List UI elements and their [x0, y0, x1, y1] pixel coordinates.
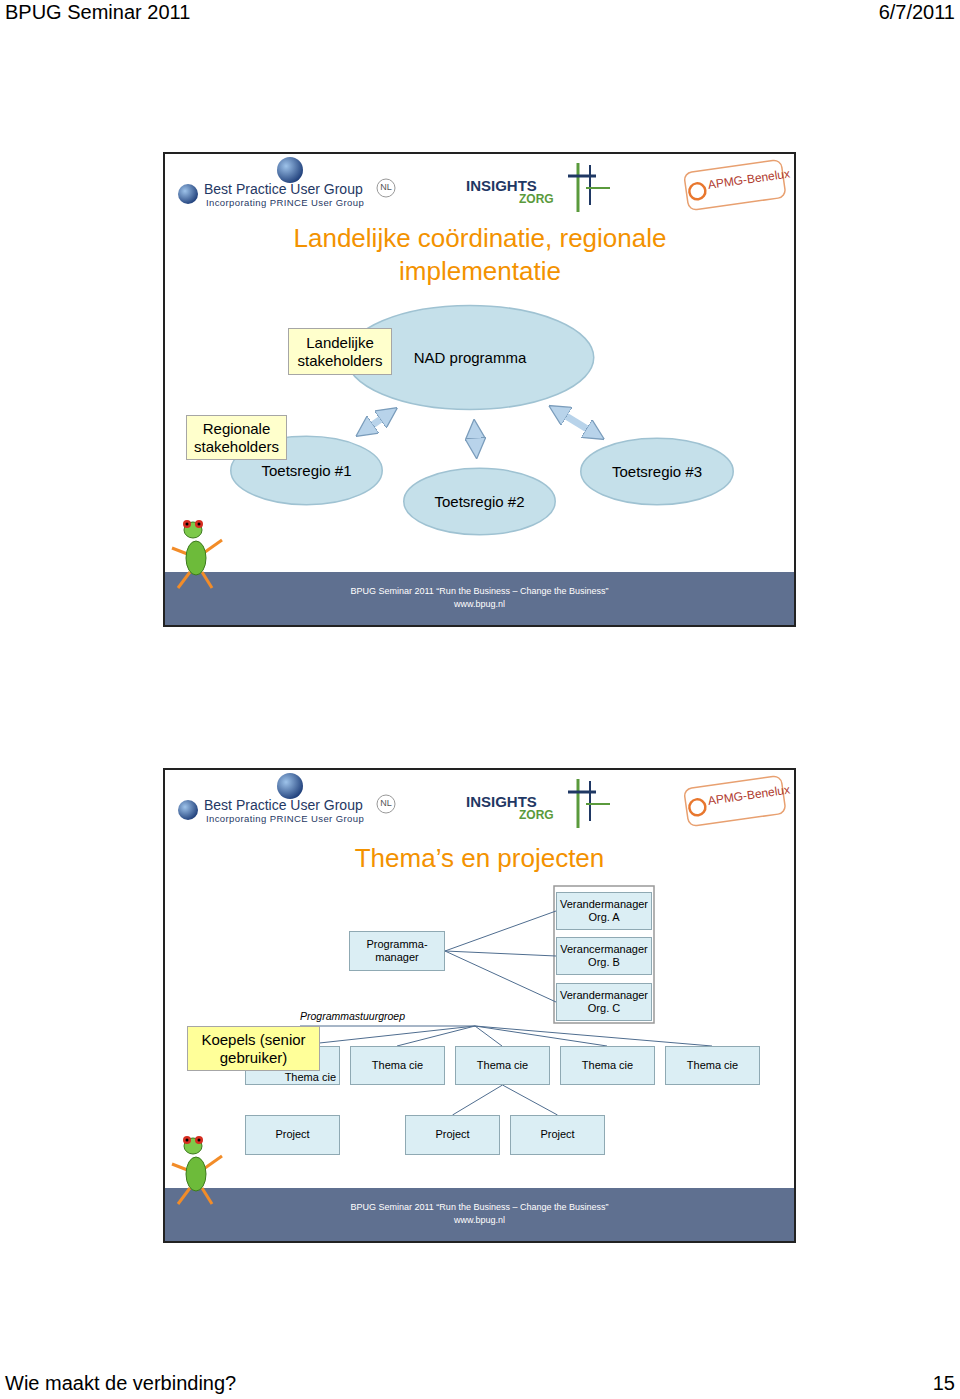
node-label: Thema cie: [582, 1059, 633, 1072]
page-header: BPUG Seminar 2011: [5, 0, 305, 24]
connector-line: [445, 911, 556, 951]
connector-line: [503, 1085, 558, 1115]
node-text-area: Project: [514, 1118, 601, 1152]
group-label: Programmastuurgroep: [300, 1010, 430, 1023]
box-node: Verandermanager Org. A: [556, 892, 652, 930]
logo-text: Best Practice User Group: [204, 181, 379, 198]
box-node: Thema cie: [350, 1046, 445, 1085]
box-node: Verancermanager Org. B: [556, 937, 652, 975]
slide-footer: www.bpug.nl: [163, 599, 796, 610]
box-node: Regionale stakeholders: [186, 415, 287, 460]
node-label: Thema cie: [477, 1059, 528, 1072]
double-arrow: [472, 436, 479, 442]
slide-title: Landelijke coördinatie, regionale implem…: [245, 222, 715, 287]
node-text-area: Koepels (senior gebruiker): [191, 1029, 316, 1068]
node-text-area: Toetsregio #2: [424, 476, 535, 527]
node-text-area: Thema cie: [459, 1049, 546, 1082]
node-text-area: NAD programma: [380, 318, 560, 397]
node-label: Koepels (senior gebruiker): [191, 1031, 316, 1067]
logo-text: NL: [378, 798, 394, 809]
box-node: Programma- manager: [349, 931, 445, 971]
node-label: Toetsregio #2: [434, 493, 524, 511]
page-number: 15: [855, 1371, 955, 1395]
box-node: Project: [510, 1115, 605, 1155]
logo-text: NL: [378, 182, 394, 193]
page-date: 6/7/2011: [655, 0, 955, 24]
box-node: Verandermanager Org. C: [556, 983, 652, 1021]
node-text-area: Project: [409, 1118, 496, 1152]
box-node: Thema cie: [560, 1046, 655, 1085]
node-text-area: Regionale stakeholders: [190, 418, 283, 457]
slide-footer: BPUG Seminar 2011 “Run the Business – Ch…: [163, 586, 796, 597]
ellipse-node: Toetsregio #2: [403, 468, 556, 535]
node-label: NAD programma: [414, 349, 527, 367]
logo-text: Best Practice User Group: [204, 797, 379, 814]
connector-line: [445, 951, 556, 956]
node-text-area: Verandermanager Org. C: [560, 986, 648, 1018]
node-text-area: Programma- manager: [353, 934, 441, 968]
node-label: Project: [540, 1128, 574, 1141]
node-text-area: Verancermanager Org. B: [560, 940, 648, 972]
node-label: Thema cie: [687, 1059, 738, 1072]
node-label: Verandermanager Org. C: [560, 989, 648, 1015]
box-node: Landelijke stakeholders: [288, 328, 392, 375]
node-text-area: Thema cie: [564, 1049, 651, 1082]
node-text-area: Project: [249, 1118, 336, 1152]
node-text-area: Toetsregio #3: [602, 446, 712, 497]
slide-title: Thema’s en projecten: [163, 843, 796, 874]
node-label: Toetsregio #3: [612, 463, 702, 481]
node-label: Verandermanager Org. A: [560, 898, 648, 924]
node-label: Verancermanager Org. B: [560, 943, 648, 969]
node-label: Toetsregio #1: [261, 462, 351, 480]
page-footer: Wie maakt de verbinding?: [5, 1371, 405, 1395]
logo-text: APMG-Benelux: [707, 783, 784, 808]
double-arrow: [370, 417, 384, 427]
box-node: Project: [245, 1115, 340, 1155]
box-node: Thema cie: [665, 1046, 760, 1085]
slide-footer: BPUG Seminar 2011 “Run the Business – Ch…: [163, 1202, 796, 1213]
node-text-area: Thema cie: [669, 1049, 756, 1082]
node-text-area: Thema cie: [354, 1049, 441, 1082]
node-text-area: Landelijke stakeholders: [292, 331, 388, 372]
node-text-area: Verandermanager Org. A: [560, 895, 648, 927]
ellipse-node: Toetsregio #3: [580, 438, 734, 505]
box-node: Thema cie: [455, 1046, 550, 1085]
logo-text: APMG-Benelux: [707, 167, 784, 192]
node-label: Regionale stakeholders: [190, 420, 283, 456]
node-label: Thema cie: [285, 1071, 336, 1084]
slide-footer: www.bpug.nl: [163, 1215, 796, 1226]
double-arrow: [563, 414, 590, 430]
node-label: Project: [275, 1128, 309, 1141]
logo-text: Incorporating PRINCE User Group: [206, 197, 381, 208]
connector-line: [453, 1085, 503, 1115]
connector-line: [445, 951, 556, 1002]
logo-text: ZORG: [519, 192, 559, 206]
logo-text: Incorporating PRINCE User Group: [206, 813, 381, 824]
box-node: Koepels (senior gebruiker): [187, 1026, 320, 1071]
node-label: Thema cie: [372, 1059, 423, 1072]
box-node: Project: [405, 1115, 500, 1155]
node-label: Project: [435, 1128, 469, 1141]
node-label: Programma- manager: [353, 938, 441, 964]
logo-text: ZORG: [519, 808, 559, 822]
node-label: Landelijke stakeholders: [292, 334, 388, 370]
